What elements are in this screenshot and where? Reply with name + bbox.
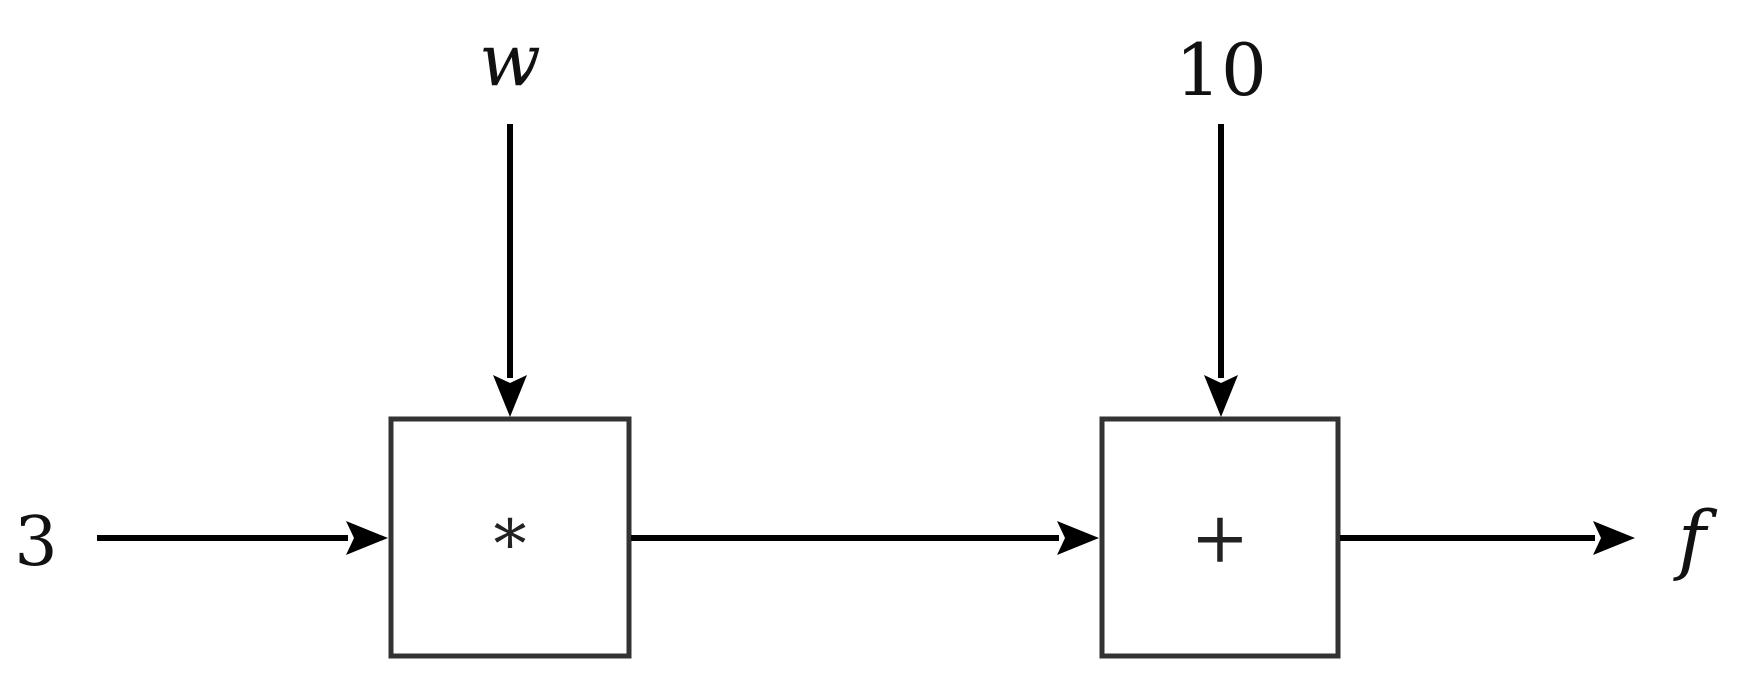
input-w-label: w <box>479 18 541 102</box>
add-operator: + <box>1191 497 1250 579</box>
input-3-label: 3 <box>14 503 57 582</box>
arrowhead-10-to-add <box>1204 375 1238 417</box>
arrowhead-w-to-multiply <box>493 375 527 417</box>
multiply-block <box>388 416 632 659</box>
arrowhead-multiply-to-add <box>1057 521 1099 555</box>
arrowhead-3-to-multiply <box>346 521 388 555</box>
input-10-label: 10 <box>1175 28 1267 112</box>
output-f-label: f <box>1673 494 1718 583</box>
add-block <box>1099 416 1341 659</box>
arrowhead-add-to-output <box>1593 521 1635 555</box>
multiply-operator: * <box>494 506 527 583</box>
